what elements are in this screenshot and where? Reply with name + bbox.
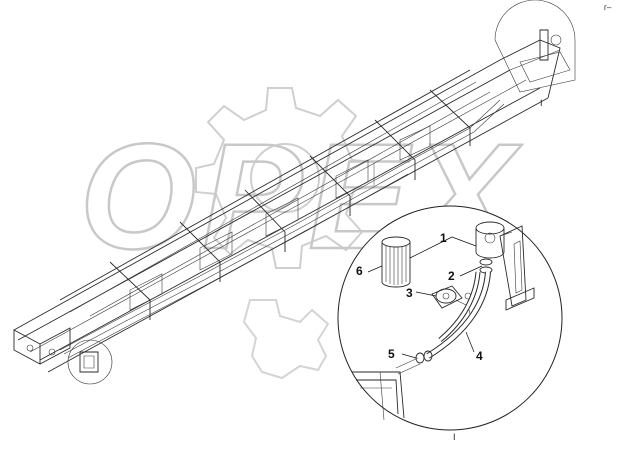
pipe-run xyxy=(59,99,505,359)
callout-1: 1 xyxy=(440,231,447,245)
corner-mark: г– xyxy=(604,3,612,12)
detail-tick: I xyxy=(453,432,456,442)
mounting-bracket xyxy=(499,225,535,311)
callout-6: 6 xyxy=(356,264,363,278)
detail-frame-rail xyxy=(352,371,405,421)
filter-housing xyxy=(475,221,513,259)
callout-4: 4 xyxy=(476,349,483,363)
rear-inset xyxy=(67,339,113,385)
hose xyxy=(426,271,491,359)
chassis-frame xyxy=(13,39,561,373)
watermark-gear-lower xyxy=(242,299,330,380)
front-inset: I xyxy=(494,0,576,108)
detail-view: 1 2 3 4 5 6 I xyxy=(337,205,563,442)
filter-element xyxy=(381,236,411,288)
front-inset-tick: I xyxy=(540,98,543,108)
callout-5: 5 xyxy=(388,347,395,361)
fitting xyxy=(395,350,433,375)
callout-3: 3 xyxy=(406,286,413,300)
callout-2: 2 xyxy=(448,269,455,283)
leader-lines xyxy=(367,236,483,359)
